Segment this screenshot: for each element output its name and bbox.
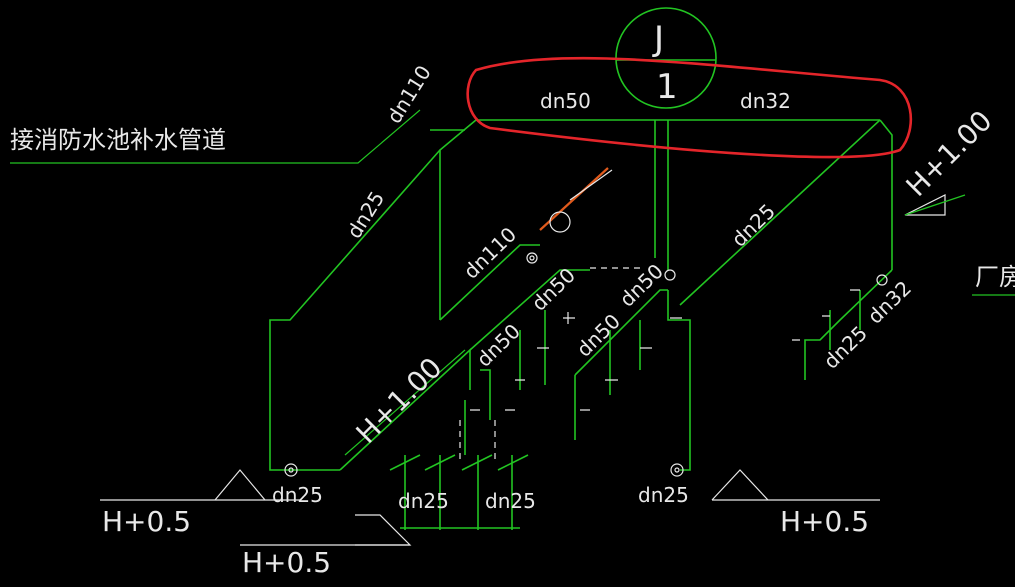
fixture-ticks [470, 289, 860, 411]
elev-triangle-bottom-left [214, 469, 266, 501]
dn110-mid-diag [439, 244, 540, 321]
elev-leader-mid [344, 349, 466, 456]
elev-label-right-top: H+1.00 [900, 104, 999, 203]
tank-symbol: J 1 [615, 7, 717, 109]
dn50-diag-b [574, 289, 668, 376]
dashed-lines [459, 267, 640, 460]
label-dn50-d: dn50 [572, 309, 625, 362]
label-dn50-a: dn50 [527, 263, 580, 316]
dn32-branch [804, 269, 893, 380]
label-dn25-bottom-mid2: dn25 [485, 489, 536, 513]
elev-triangle-bottom-left2 [355, 514, 412, 546]
elev-triangle-right-top [904, 194, 946, 216]
label-dn50-header: dn50 [540, 89, 591, 113]
elev-label-bottom-left2: H+0.5 [242, 546, 331, 579]
elev-label-bottom-left: H+0.5 [102, 505, 191, 538]
dn110-riser [439, 119, 477, 320]
elev-triangle-bottom-right [711, 469, 769, 501]
title-label: 接消防水池补水管道 [10, 126, 226, 154]
valve-icon [664, 269, 676, 281]
tank-top-text: J [652, 19, 664, 59]
label-dn32-header: dn32 [740, 89, 791, 113]
dn50-branch-a [480, 369, 491, 420]
valve-icon [670, 463, 684, 477]
bottom-diag-1 [389, 454, 421, 471]
tank-bottom-text: 1 [656, 67, 678, 107]
elev-label-bottom-right: H+0.5 [780, 505, 869, 538]
label-dn110-top: dn110 [382, 61, 436, 128]
label-dn25-right-branch: dn25 [819, 321, 872, 374]
elev-leader-right-top [904, 194, 966, 216]
label-dn25-right: dn25 [727, 199, 780, 252]
markup-strike [539, 167, 609, 231]
title-annotation: 接消防水池补水管道 [10, 109, 421, 164]
bottom-diag-3 [461, 454, 493, 471]
label-dn50-b: dn50 [615, 259, 668, 312]
title-leader-line [10, 109, 421, 164]
dn25-diagonal-right [679, 119, 881, 306]
valve-icon [526, 252, 538, 264]
label-dn50-c: dn50 [472, 319, 525, 372]
bottom-diag-4 [497, 454, 529, 471]
dn50-diag-a [469, 269, 590, 351]
partial-label: 厂房 [975, 263, 1015, 291]
right-riser [879, 119, 893, 270]
valve-icon [284, 463, 298, 477]
valve-icon [674, 467, 680, 473]
label-dn25-bottom-left: dn25 [272, 483, 323, 507]
valve-icon [529, 255, 535, 261]
strike-valve [569, 169, 613, 201]
markup-ellipse [466, 56, 913, 159]
bottom-diag-2 [424, 454, 456, 471]
label-dn32-right: dn32 [863, 276, 916, 329]
pipe-network [269, 119, 893, 530]
label-dn25-bottom-mid1: dn25 [398, 489, 449, 513]
label-dn25-bottom-center: dn25 [638, 483, 689, 507]
valve-symbols [284, 252, 888, 477]
center-down [667, 290, 691, 471]
elev-label-mid: H+1.00 [350, 351, 449, 450]
valve-icon [288, 467, 294, 473]
valve-icon [876, 274, 888, 286]
strike-circle-icon [549, 211, 571, 233]
